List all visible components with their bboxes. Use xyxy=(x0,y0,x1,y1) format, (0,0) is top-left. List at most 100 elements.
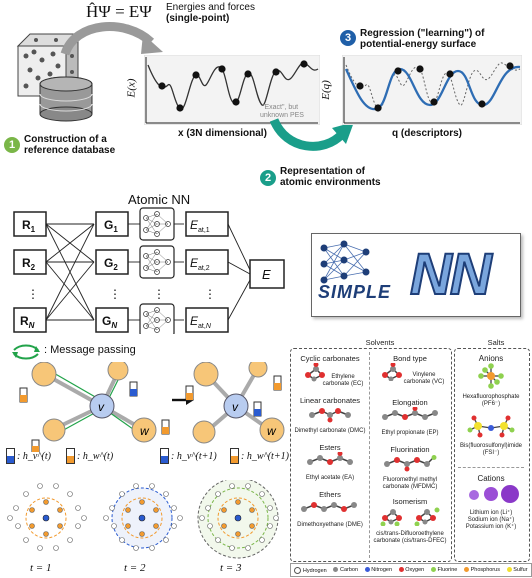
solvent-left-col: Cyclic carbonates Ethylene carbonate (EC… xyxy=(292,350,368,529)
schrodinger-equation: ĤΨ = EΨ xyxy=(86,2,152,21)
step2-badge: 2 xyxy=(260,170,276,186)
svg-text:⋮: ⋮ xyxy=(109,287,121,301)
step2-text-line1: Representation of xyxy=(280,166,366,177)
logo-network-icon xyxy=(320,240,370,284)
mfdmc-label: Fluoromethyl methyl carbonate (MFDMC) xyxy=(382,477,438,490)
step3-text-line2: potential-energy surface xyxy=(360,39,477,50)
t2-label: t = 2 xyxy=(124,562,146,574)
legend-nitrogen: Nitrogen xyxy=(364,567,392,573)
hv-t1-legend: : h_v^(t+1) xyxy=(160,448,217,464)
energies-forces-label: Energies and forces xyxy=(166,2,255,13)
ec-label: Ethylene carbonate (EC) xyxy=(322,374,364,387)
elongation-header: Elongation xyxy=(392,398,428,407)
simple-nn-logo: SIMPLE NN xyxy=(311,233,521,317)
fsi-molecule-icon xyxy=(467,415,515,438)
k-label: Potassium ion (K⁺) xyxy=(465,524,517,530)
mfdmc-molecule-icon xyxy=(384,455,437,472)
pf6-label: Hexafluorophosphate (PF6⁻) xyxy=(462,394,520,407)
isomerism-header: Isomerism xyxy=(392,497,428,506)
element-legend: Hydrogen Carbon Nitrogen Oxygen Fluorine… xyxy=(290,563,532,577)
svg-text:⋮: ⋮ xyxy=(153,287,165,301)
fsi-label: Bis(fluorosulfonyl)imide (FSI⁻) xyxy=(459,443,523,456)
dme-label: Dimethoxyethane (DME) xyxy=(297,522,363,528)
ep-molecule-icon xyxy=(382,406,438,420)
t1-label: t = 1 xyxy=(30,562,52,574)
node-w-left: w xyxy=(140,424,150,438)
cations-header: Cations xyxy=(477,474,505,483)
step3-text-line1: Regression ("learning") of xyxy=(360,28,485,39)
node-w-right: w xyxy=(267,424,277,438)
ethers-header: Ethers xyxy=(319,490,341,499)
learned-pes-plot xyxy=(342,55,522,125)
hw-t-legend: : h_w^(t) xyxy=(66,448,113,464)
legend-fluorine: Fluorine xyxy=(430,567,457,573)
solvent-right-col: Bond type Vinylene carbonate (VC) Elonga… xyxy=(371,350,449,545)
ep-label: Ethyl propionate (EP) xyxy=(381,430,439,436)
step1-text-line2: reference database xyxy=(24,145,116,156)
vc-label: Vinylene carbonate (VC) xyxy=(403,372,445,385)
atomic-nn-title: Atomic NN xyxy=(128,192,191,207)
node-v-right: v xyxy=(232,400,239,414)
arrow-to-regression xyxy=(269,117,354,151)
receptive-field-diagram xyxy=(7,480,279,559)
vc-molecule-icon xyxy=(382,362,402,382)
q-axis-label: q (descriptors) xyxy=(392,128,463,139)
linear-carbonates-header: Linear carbonates xyxy=(299,396,361,405)
solvents-divider xyxy=(369,352,370,558)
t3-label: t = 3 xyxy=(220,562,242,574)
solvents-box xyxy=(290,348,452,562)
cyclic-carbonates-header: Cyclic carbonates xyxy=(300,354,360,363)
dmc-molecule-icon xyxy=(309,408,351,423)
legend-hydrogen: Hydrogen xyxy=(294,566,327,574)
hv-t-legend: : h_v^(t) xyxy=(6,448,51,464)
total-energy-label: E xyxy=(262,267,271,282)
hw-t1-legend: : h_w^(t+1) xyxy=(230,448,289,464)
exact-note-line1: "Exact", but xyxy=(262,104,299,111)
legend-carbon: Carbon xyxy=(333,567,358,573)
reference-database-icon xyxy=(16,32,93,122)
pes-workflow-panel: ĤΨ = EΨ Energies and forces (single-poin… xyxy=(0,0,532,190)
step1-badge: 1 xyxy=(4,137,20,153)
svg-text:⋮: ⋮ xyxy=(27,287,39,301)
message-passing-diagram: v w v w xyxy=(19,362,285,452)
arrow-to-pes xyxy=(60,22,163,56)
anions-header: Anions xyxy=(478,354,504,363)
salts-title: Salts xyxy=(487,338,505,347)
li-label: Lithium ion (Li⁺) xyxy=(469,510,513,516)
dfec-molecule-icon xyxy=(380,507,440,527)
na-label: Sodium ion (Na⁺) xyxy=(467,517,515,523)
ea-molecule-icon xyxy=(307,451,353,465)
step1-text-line1: Construction of a xyxy=(24,134,107,145)
ec-molecule-icon xyxy=(305,362,325,382)
x-axis-label: x (3N dimensional) xyxy=(178,128,267,139)
exact-pes-plot xyxy=(144,55,320,125)
svg-text:⋮: ⋮ xyxy=(204,287,216,301)
salts-col: Anions Hexafluorophosphate (PF6⁻) Bis(fl… xyxy=(456,350,526,531)
message-passing-legend: : Message passing xyxy=(44,344,136,356)
single-point-label: (single-point) xyxy=(166,13,230,24)
atomic-nn-diagram: R1 R2 RN G1 G2 GN Eat,1 Eat,2 Eat,N E ⋮⋮… xyxy=(13,207,285,334)
step3-badge: 3 xyxy=(340,30,356,46)
ea-label: Ethyl acetate (EA) xyxy=(305,475,355,481)
pes-axis-label-eq: E(q) xyxy=(319,80,332,100)
dme-molecule-icon xyxy=(301,502,357,512)
logo-text-nn: NN xyxy=(409,241,493,308)
logo-text-simple: SIMPLE xyxy=(318,282,392,302)
step2-text-line2: atomic environments xyxy=(280,177,381,188)
solvents-title: Solvents xyxy=(365,338,395,347)
message-passing-icon xyxy=(12,344,40,360)
dfec-label: cis/trans-Difluoroethylene carbonate (ci… xyxy=(373,531,447,544)
chemistry-panel: Solvents Salts Cyclic carbonates Ethylen… xyxy=(290,338,532,577)
legend-phosphorus: Phosphorus xyxy=(464,567,500,573)
bond-type-header: Bond type xyxy=(393,354,427,363)
esters-header: Esters xyxy=(319,443,341,452)
pes-axis-label-ex: E(x) xyxy=(125,78,138,98)
fluorination-header: Fluorination xyxy=(390,445,430,454)
legend-sulfur: Sulfur xyxy=(506,567,528,573)
legend-oxygen: Oxygen xyxy=(398,567,424,573)
exact-note-line2: unknown PES xyxy=(260,112,304,119)
cation-spheres-icon xyxy=(469,485,519,503)
dmc-label: Dimethyl carbonate (DMC) xyxy=(294,428,366,434)
node-v-left: v xyxy=(98,400,105,414)
salts-box xyxy=(454,348,530,562)
